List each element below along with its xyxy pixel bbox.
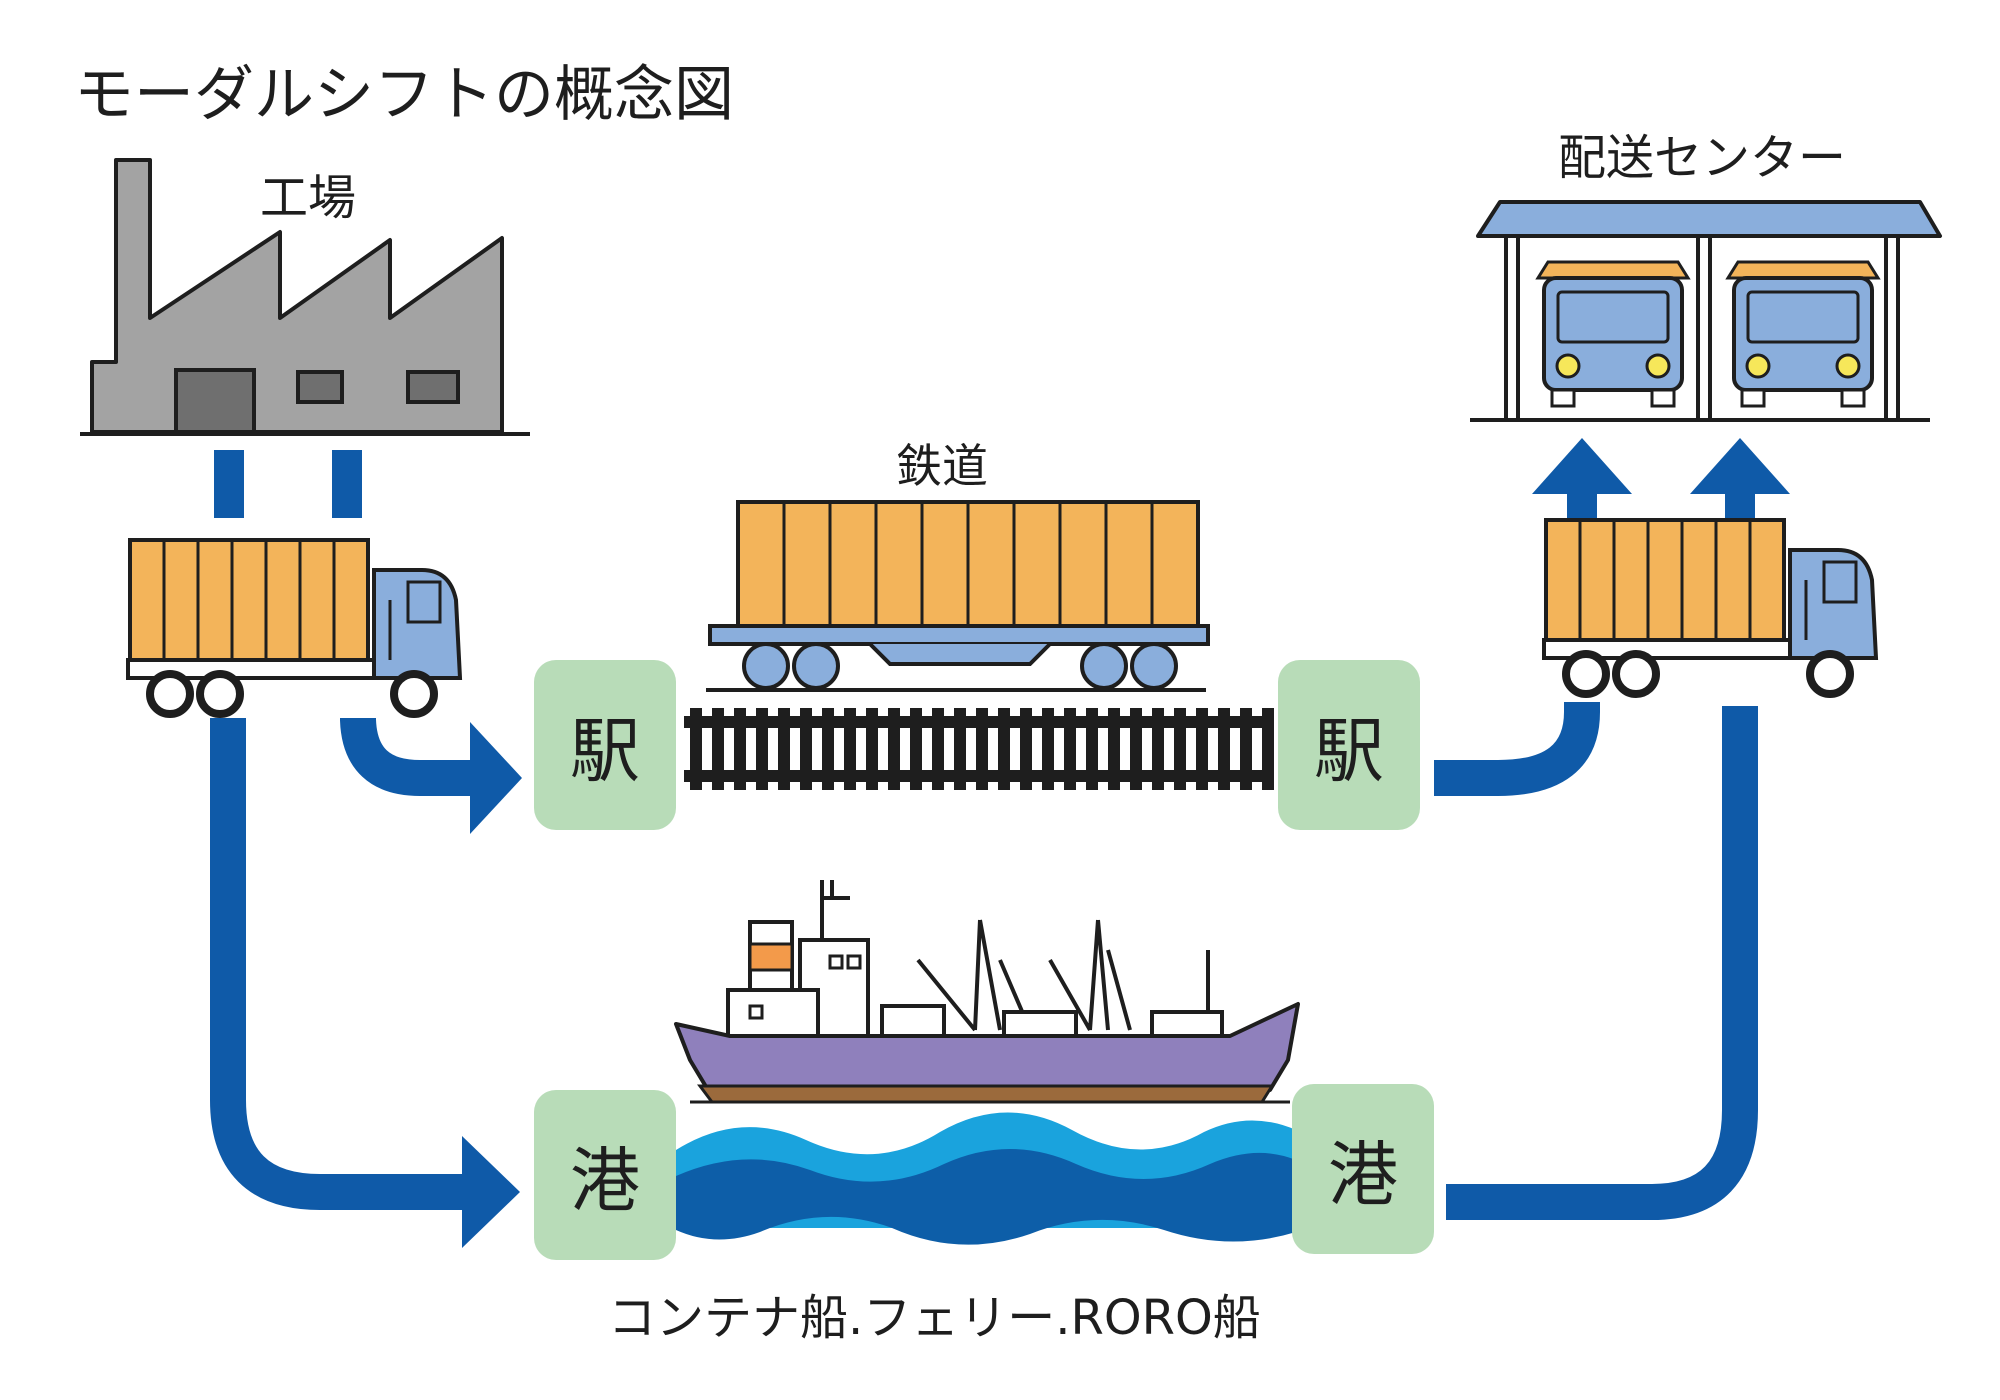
rail-tie xyxy=(734,708,746,790)
port-right-node: 港 xyxy=(1292,1084,1434,1254)
rail-tie xyxy=(1108,708,1120,790)
rail-track-icon xyxy=(684,708,1274,790)
railway-label: 鉄道 xyxy=(896,439,988,493)
factory-label: 工場 xyxy=(260,170,357,226)
station-left-node: 駅 xyxy=(534,660,676,830)
rail-tie xyxy=(1086,708,1098,790)
factory-connector xyxy=(214,450,244,518)
rail-tie xyxy=(910,708,922,790)
rail-tie xyxy=(756,708,768,790)
ship-icon xyxy=(674,880,1300,1104)
rail-tie xyxy=(1196,708,1208,790)
rail-tie xyxy=(1152,708,1164,790)
rail-tie xyxy=(998,708,1010,790)
truck-icon xyxy=(1544,520,1876,694)
rail-tie xyxy=(1174,708,1186,790)
rail-tie xyxy=(800,708,812,790)
rail-tie xyxy=(690,708,702,790)
rail-tie xyxy=(778,708,790,790)
ship-types-label: コンテナ船.フェリー.RORO船 xyxy=(608,1290,1261,1346)
rail-tie xyxy=(1020,708,1032,790)
distribution-center-icon xyxy=(1470,200,1942,422)
rail-tie xyxy=(844,708,856,790)
page-title: モーダルシフトの概念図 xyxy=(74,60,734,130)
rail-tie xyxy=(1240,708,1252,790)
rail-tie xyxy=(1218,708,1230,790)
factory-connector xyxy=(332,450,362,518)
station-right-node: 駅 xyxy=(1278,660,1420,830)
rail-tie xyxy=(1064,708,1076,790)
rail-tie xyxy=(954,708,966,790)
sea-waves-icon xyxy=(676,1112,1296,1245)
port-left-node: 港 xyxy=(534,1090,676,1260)
rail-tie xyxy=(1042,708,1054,790)
rail-tie xyxy=(888,708,900,790)
rail-tie xyxy=(822,708,834,790)
rail-tie xyxy=(932,708,944,790)
rail-tie xyxy=(712,708,724,790)
rail-tie xyxy=(976,708,988,790)
rail-tie xyxy=(1130,708,1142,790)
arrow-icon xyxy=(210,702,1758,1220)
factory-icon xyxy=(80,158,530,436)
train-icon xyxy=(706,500,1210,692)
rail-tie xyxy=(1262,708,1274,790)
truck-icon xyxy=(128,540,460,714)
distribution-center-label: 配送センター xyxy=(1558,130,1847,186)
rail-tie xyxy=(866,708,878,790)
